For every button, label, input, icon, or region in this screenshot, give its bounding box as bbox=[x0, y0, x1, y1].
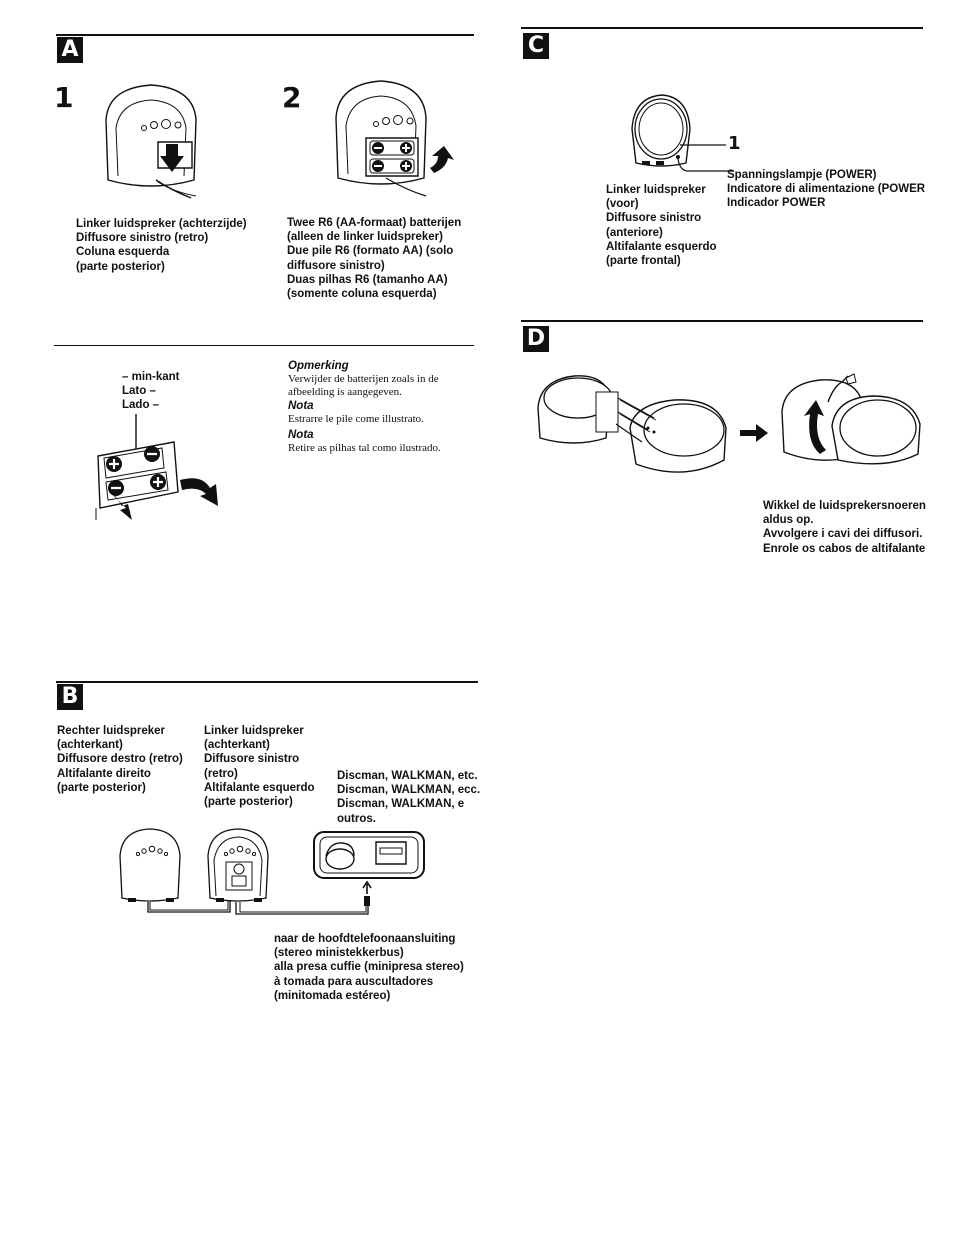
cord-wrap-caption: Wikkel de luidsprekersnoeren aldus op. A… bbox=[763, 500, 926, 555]
cord-wrap-after-illustration bbox=[776, 372, 926, 472]
connection-diagram bbox=[110, 826, 440, 922]
section-c-rule bbox=[521, 27, 923, 29]
headphone-jack-label: naar de hoofdtelefoonaansluiting (stereo… bbox=[274, 933, 464, 1002]
callout-1: 1 bbox=[728, 133, 741, 154]
speaker-back-illustration bbox=[96, 80, 206, 200]
section-d-badge: D bbox=[523, 326, 549, 352]
section-a-badge: A bbox=[57, 37, 83, 63]
section-c-badge: C bbox=[523, 33, 549, 59]
battery-removal-illustration bbox=[92, 412, 218, 520]
note-body-nl-1: Verwijder de batterijen zoals in de bbox=[288, 373, 439, 385]
speaker-front-illustration bbox=[628, 95, 738, 177]
right-speaker-label: Rechter luidspreker (achterkant) Diffuso… bbox=[57, 725, 183, 794]
note-heading-it: Nota bbox=[288, 400, 314, 412]
step-2-caption: Twee R6 (AA-formaat) batterijen (alleen … bbox=[287, 217, 462, 301]
power-indicator-label: Spanningslampje (POWER) Indicatore di al… bbox=[727, 169, 926, 210]
battery-insert-illustration bbox=[326, 78, 454, 198]
section-a-rule bbox=[56, 34, 474, 36]
cord-wrap-before-illustration bbox=[534, 368, 730, 484]
battery-notes: Opmerking Verwijder de batterijen zoals … bbox=[288, 359, 441, 455]
note-body-pt: Retire as pilhas tal como ilustrado. bbox=[288, 442, 441, 454]
arrow-right-icon bbox=[740, 424, 768, 442]
section-a-divider bbox=[54, 345, 474, 346]
note-body-nl-2: afbeelding is aangegeven. bbox=[288, 386, 402, 398]
note-heading-pt: Nota bbox=[288, 429, 314, 441]
section-b-rule bbox=[56, 681, 478, 683]
left-speaker-front-label: Linker luidspreker (voor) Diffusore sini… bbox=[606, 184, 717, 268]
section-d-rule bbox=[521, 320, 923, 322]
section-b-badge: B bbox=[57, 684, 83, 710]
step-1-caption: Linker luidspreker (achterzijde) Diffuso… bbox=[76, 218, 247, 273]
step-1-number: 1 bbox=[54, 81, 74, 114]
note-body-it: Estrarre le pile come illustrato. bbox=[288, 413, 424, 425]
minus-side-label: – min-kant Lato – Lado – bbox=[122, 371, 180, 412]
step-2-number: 2 bbox=[282, 81, 302, 114]
note-heading-nl: Opmerking bbox=[288, 360, 349, 372]
player-label: Discman, WALKMAN, etc. Discman, WALKMAN,… bbox=[337, 770, 481, 825]
left-speaker-label: Linker luidspreker (achterkant) Diffusor… bbox=[204, 725, 315, 809]
